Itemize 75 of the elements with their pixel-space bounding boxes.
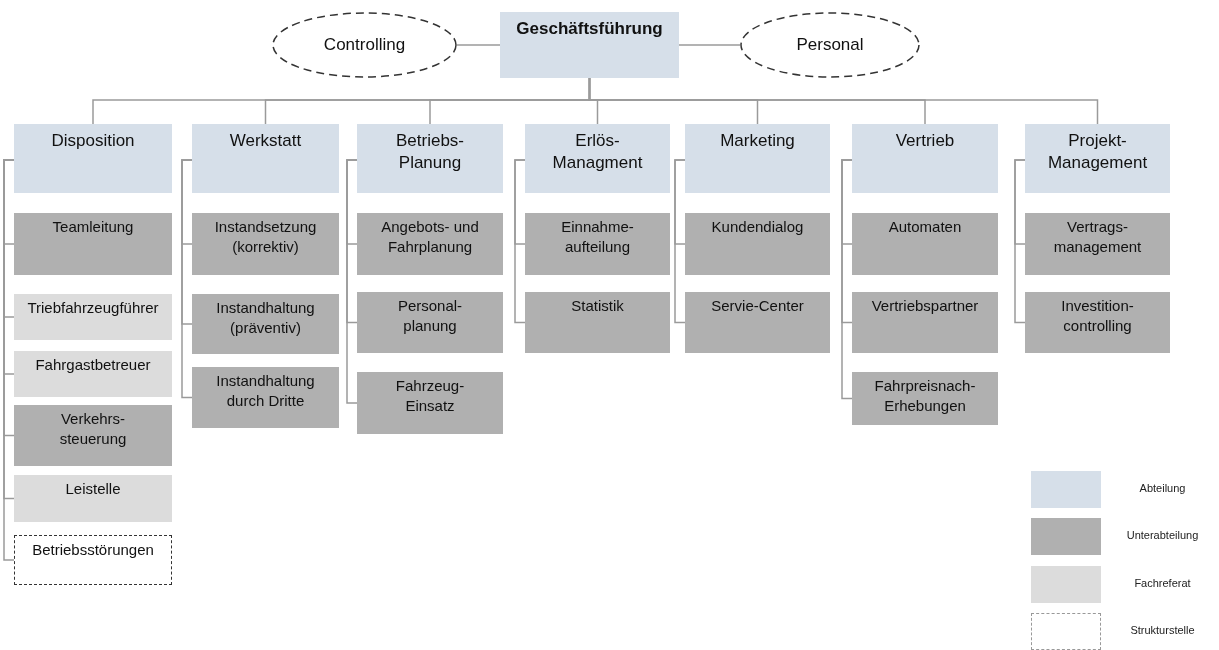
box-label: Controlling <box>323 33 406 56</box>
connector-line <box>3 159 15 561</box>
unit-box <box>525 292 670 353</box>
legend-label: Unterabteilung <box>1125 529 1200 541</box>
department-box <box>852 124 998 193</box>
box-label: Investition- controlling <box>1060 296 1135 335</box>
box-label: Servie-Center <box>711 296 804 316</box>
box-label: Betriebsstörungen <box>32 540 154 560</box>
department-box <box>525 124 670 193</box>
unit-box <box>14 213 172 275</box>
dashed-ellipse <box>740 12 920 78</box>
box-label: Projekt- Management <box>1046 130 1149 175</box>
connector-line <box>1014 159 1026 324</box>
unit-box <box>14 351 172 397</box>
box-label: Erlös- Managment <box>551 130 644 175</box>
dashed-box <box>14 535 172 585</box>
box-label: Fahrzeug- Einsatz <box>394 376 466 415</box>
connector-line <box>674 159 686 324</box>
box-label: Betriebs- Planung <box>395 130 465 175</box>
unit-box <box>1025 292 1170 353</box>
unit-box <box>852 292 998 353</box>
unit-box <box>1025 213 1170 275</box>
box-label: Instandhaltung (präventiv) <box>215 298 316 337</box>
department-box <box>500 12 679 78</box>
unit-box <box>357 372 503 434</box>
unit-box <box>685 213 830 275</box>
connector-line <box>841 159 853 400</box>
box-label: Statistik <box>571 296 624 316</box>
connector-line <box>346 159 358 404</box>
unit-box <box>685 292 830 353</box>
box-label: Personal <box>796 33 864 56</box>
legend-label: Abteilung <box>1138 482 1187 494</box>
box-label: Vertrieb <box>895 130 955 152</box>
unit-box <box>192 367 339 428</box>
department-box <box>14 124 172 193</box>
box-label: Instandsetzung (korrektiv) <box>213 217 318 256</box>
box-label: Angebots- und Fahrplanung <box>380 217 480 256</box>
connector-line <box>514 159 526 324</box>
unit-box <box>357 213 503 275</box>
box-label: Verkehrs- steuerung <box>58 409 128 448</box>
box-label: Triebfahrzeugführer <box>27 298 159 318</box>
unit-box <box>14 405 172 466</box>
box-label: Fahrgastbetreuer <box>35 355 151 375</box>
unit-box <box>852 372 998 425</box>
box-label: Vertriebspartner <box>871 296 979 316</box>
box-label: Personal- planung <box>396 296 464 335</box>
box-label: Geschäftsführung <box>516 18 663 40</box>
box-label: Vertrags- management <box>1052 217 1143 256</box>
legend-label: Fachreferat <box>1133 577 1192 589</box>
box-label: Teamleitung <box>52 217 134 237</box>
connector-line <box>456 44 501 46</box>
box-label: Werkstatt <box>229 130 302 152</box>
unit-box <box>14 294 172 340</box>
department-box <box>1025 124 1170 193</box>
box-label: Marketing <box>720 130 795 152</box>
unit-box <box>192 213 339 275</box>
unit-box <box>525 213 670 275</box>
department-box <box>357 124 503 193</box>
department-box <box>685 124 830 193</box>
unit-box <box>192 294 339 354</box>
box-label: Fahrpreisnach- Erhebungen <box>873 376 977 415</box>
box-label: Automaten <box>888 217 962 237</box>
box-label: Kundendialog <box>711 217 804 237</box>
box-label: Leistelle <box>65 479 121 499</box>
box-label: Einnahme- aufteilung <box>560 217 635 256</box>
department-box <box>192 124 339 193</box>
box-label: Instandhaltung durch Dritte <box>215 371 316 410</box>
box-label: Disposition <box>51 130 135 152</box>
dashed-ellipse <box>272 12 457 78</box>
connector-line <box>181 159 193 399</box>
unit-box <box>357 292 503 353</box>
legend-label: Strukturstelle <box>1129 624 1196 636</box>
unit-box <box>852 213 998 275</box>
connector-line <box>678 44 741 46</box>
unit-box <box>14 475 172 522</box>
